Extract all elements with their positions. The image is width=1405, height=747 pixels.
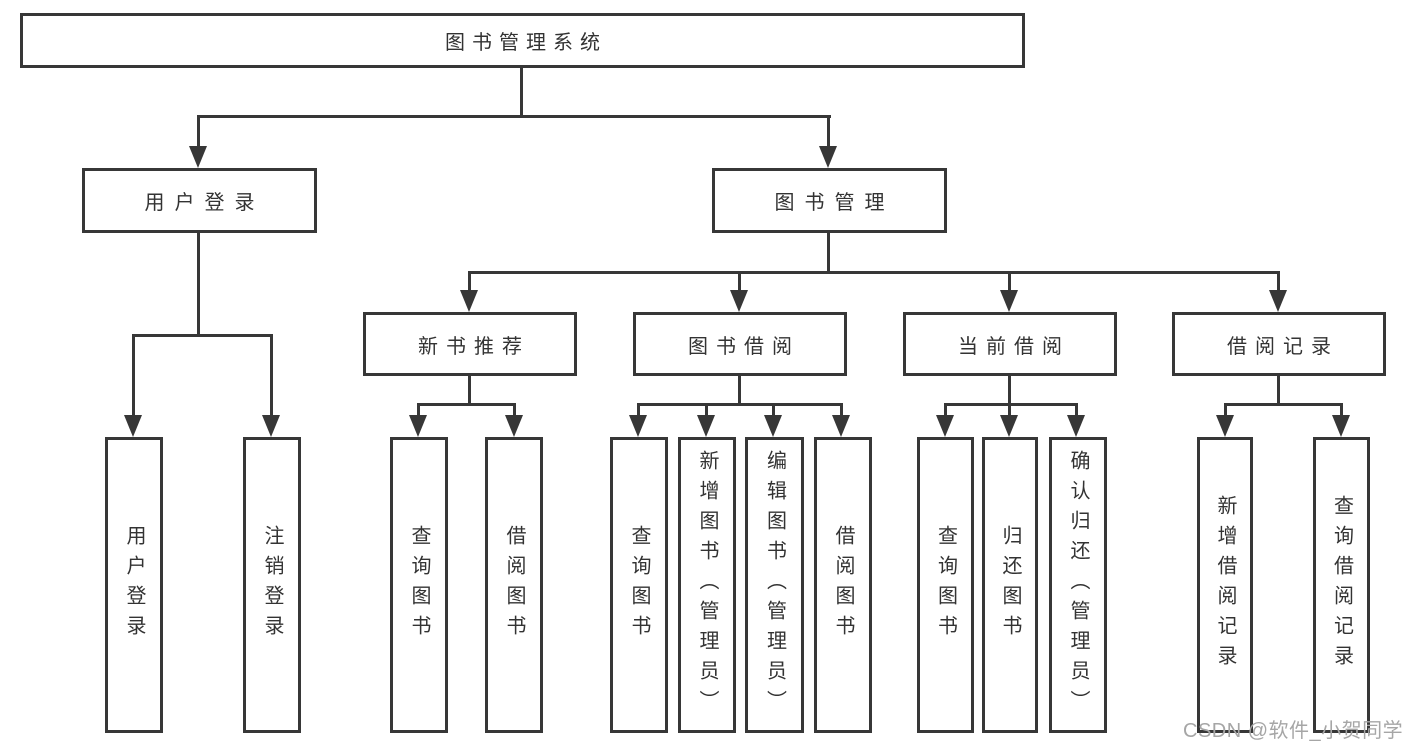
- connector-line: [197, 115, 831, 118]
- leaf-logout-label: 注销登录: [261, 525, 283, 645]
- connector-line: [468, 271, 471, 293]
- node-new-book-recommend: 新书推荐: [363, 312, 577, 376]
- arrowhead-down-icon: [189, 146, 207, 168]
- leaf-borrow-books-recommend: 借阅图书: [485, 437, 543, 733]
- connector-line: [513, 403, 516, 419]
- node-user-login-label: 用户登录: [144, 192, 265, 214]
- connector-line: [1340, 403, 1343, 419]
- connector-line: [944, 403, 1078, 406]
- watermark: CSDN @软件_小贺同学: [1183, 720, 1404, 742]
- leaf-query-books-recommend: 查询图书: [390, 437, 448, 733]
- arrowhead-down-icon: [460, 290, 478, 312]
- arrowhead-down-icon: [505, 415, 523, 437]
- leaf-add-borrow-record-label: 新增借阅记录: [1214, 495, 1236, 675]
- connector-line: [738, 376, 741, 406]
- connector-line: [1277, 271, 1280, 293]
- node-current-borrow: 当前借阅: [903, 312, 1117, 376]
- connector-line: [1008, 271, 1011, 293]
- leaf-add-book-admin: 新增图书（管理员）: [678, 437, 736, 733]
- arrowhead-down-icon: [409, 415, 427, 437]
- leaf-add-borrow-record: 新增借阅记录: [1197, 437, 1253, 733]
- leaf-confirm-return-admin-label: 确认归还（管理员）: [1067, 450, 1089, 720]
- leaf-return-book: 归还图书: [982, 437, 1038, 733]
- connector-line: [827, 115, 830, 149]
- leaf-query-books-borrow-label: 查询图书: [628, 525, 650, 645]
- arrowhead-down-icon: [124, 415, 142, 437]
- leaf-user-login: 用户登录: [105, 437, 163, 733]
- connector-line: [1277, 376, 1280, 406]
- connector-line: [637, 403, 843, 406]
- leaf-query-borrow-record-label: 查询借阅记录: [1330, 495, 1353, 675]
- leaf-query-books-recommend-label: 查询图书: [408, 525, 430, 645]
- connector-line: [827, 233, 830, 274]
- arrowhead-down-icon: [730, 290, 748, 312]
- connector-line: [1224, 403, 1227, 419]
- node-book-borrow-label: 图书借阅: [688, 335, 800, 358]
- node-user-login: 用户登录: [82, 168, 317, 233]
- node-root-label: 图书管理系统: [445, 32, 607, 54]
- leaf-borrow-books-recommend-label: 借阅图书: [503, 525, 525, 645]
- node-borrow-record: 借阅记录: [1172, 312, 1386, 376]
- arrowhead-down-icon: [1332, 415, 1350, 437]
- connector-line: [520, 68, 523, 118]
- connector-line: [840, 403, 843, 419]
- leaf-query-books-borrow: 查询图书: [610, 437, 668, 733]
- node-root: 图书管理系统: [20, 13, 1025, 68]
- arrowhead-down-icon: [697, 415, 715, 437]
- leaf-query-borrow-record: 查询借阅记录: [1313, 437, 1370, 733]
- leaf-user-login-label: 用户登录: [123, 525, 145, 645]
- connector-line: [1224, 403, 1342, 406]
- arrowhead-down-icon: [819, 146, 837, 168]
- node-current-borrow-label: 当前借阅: [958, 335, 1070, 358]
- connector-line: [417, 403, 516, 406]
- connector-line: [772, 403, 775, 419]
- connector-line: [468, 271, 1280, 274]
- leaf-confirm-return-admin: 确认归还（管理员）: [1049, 437, 1107, 733]
- node-new-book-recommend-label: 新书推荐: [418, 335, 530, 358]
- connector-line: [270, 334, 273, 418]
- arrowhead-down-icon: [1000, 415, 1018, 437]
- connector-line: [197, 233, 200, 337]
- connector-line: [705, 403, 708, 419]
- connector-line: [417, 403, 420, 419]
- connector-line: [197, 115, 200, 149]
- connector-line: [1008, 403, 1011, 419]
- arrowhead-down-icon: [262, 415, 280, 437]
- arrowhead-down-icon: [629, 415, 647, 437]
- leaf-return-book-label: 归还图书: [999, 525, 1021, 645]
- node-book-management-label: 图书管理: [774, 192, 895, 214]
- arrowhead-down-icon: [1216, 415, 1234, 437]
- arrowhead-down-icon: [764, 415, 782, 437]
- connector-line: [944, 403, 947, 419]
- connector-line: [132, 334, 273, 337]
- leaf-add-book-admin-label: 新增图书（管理员）: [696, 450, 718, 720]
- node-book-borrow: 图书借阅: [633, 312, 847, 376]
- connector-line: [132, 334, 135, 418]
- leaf-logout: 注销登录: [243, 437, 301, 733]
- connector-line: [1008, 376, 1011, 406]
- arrowhead-down-icon: [936, 415, 954, 437]
- connector-line: [637, 403, 640, 419]
- arrowhead-down-icon: [1067, 415, 1085, 437]
- connector-line: [468, 376, 471, 406]
- leaf-edit-book-admin: 编辑图书（管理员）: [745, 437, 804, 733]
- leaf-borrow-books-2-label: 借阅图书: [832, 525, 854, 645]
- node-borrow-record-label: 借阅记录: [1227, 335, 1339, 358]
- arrowhead-down-icon: [1000, 290, 1018, 312]
- arrowhead-down-icon: [832, 415, 850, 437]
- leaf-edit-book-admin-label: 编辑图书（管理员）: [763, 450, 786, 720]
- arrowhead-down-icon: [1269, 290, 1287, 312]
- leaf-query-books-current: 查询图书: [917, 437, 974, 733]
- connector-line: [1075, 403, 1078, 419]
- leaf-borrow-books-2: 借阅图书: [814, 437, 872, 733]
- leaf-query-books-current-label: 查询图书: [934, 525, 957, 645]
- connector-line: [738, 271, 741, 293]
- node-book-management: 图书管理: [712, 168, 947, 233]
